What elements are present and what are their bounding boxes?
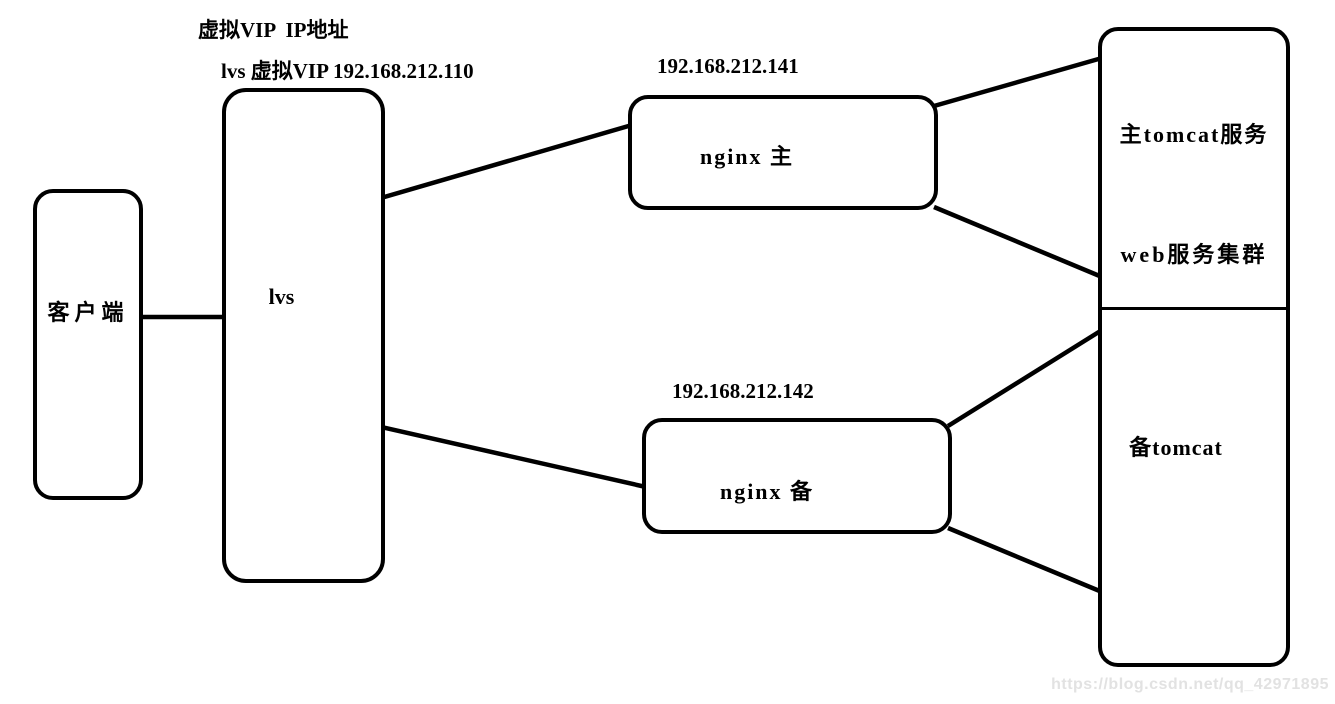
- nginx-main-ip-label: 192.168.212.141: [657, 54, 799, 78]
- virtual-vip-title-label: 虚拟VIP IP地址: [198, 18, 349, 42]
- lvs-node-label: lvs: [268, 284, 295, 309]
- tomcat-main-label: 主tomcat服务: [1119, 122, 1269, 147]
- nginx-main-node-label: nginx 主: [699, 144, 795, 169]
- edge-lvs-nginx-main: [380, 122, 633, 201]
- web-cluster-node: 主tomcat服务 web服务集群 备tomcat: [1098, 27, 1290, 667]
- client-node: 客户端: [33, 189, 143, 500]
- edge-nginx-main-cluster-top: [933, 55, 1103, 109]
- lvs-virtual-vip-label: lvs 虚拟VIP 192.168.212.110: [221, 59, 474, 83]
- nginx-backup-node: nginx 备: [642, 418, 952, 534]
- nginx-main-node: nginx 主: [628, 95, 938, 210]
- client-node-label: 客户端: [47, 300, 129, 325]
- nginx-backup-ip-label: 192.168.212.142: [672, 379, 814, 403]
- cluster-main-section: 主tomcat服务 web服务集群: [1102, 31, 1286, 310]
- nginx-backup-node-label: nginx 备: [719, 479, 815, 504]
- edge-nginx-backup-cluster-bottom: [947, 525, 1103, 595]
- edge-lvs-nginx-backup: [380, 424, 647, 490]
- cluster-backup-section: 备tomcat: [1102, 310, 1286, 668]
- web-cluster-label: web服务集群: [1120, 242, 1268, 267]
- csdn-watermark: https://blog.csdn.net/qq_42971895: [1051, 676, 1329, 693]
- tomcat-backup-label: 备tomcat: [1129, 435, 1223, 460]
- lvs-node: lvs: [222, 88, 385, 583]
- edge-nginx-main-cluster-mid: [933, 204, 1103, 280]
- edge-nginx-backup-cluster-mid: [946, 328, 1104, 428]
